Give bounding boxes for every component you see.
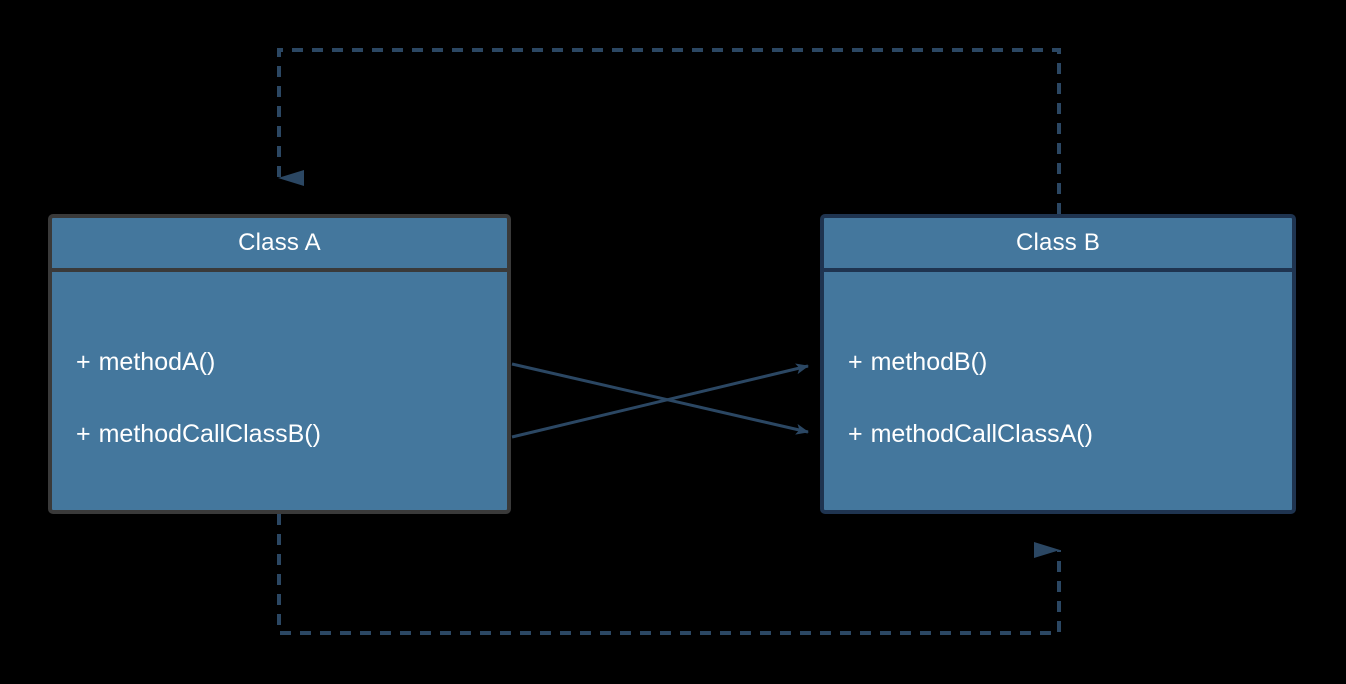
class-a-title: Class A — [52, 218, 507, 272]
connector-a-to-b-dashed-bottom[interactable] — [277, 514, 1061, 635]
class-a-members: +methodA() +methodCallClassB() — [52, 272, 507, 510]
visibility-marker: + — [848, 348, 863, 376]
class-b-title: Class B — [824, 218, 1292, 272]
member-signature: methodB() — [870, 348, 988, 376]
connector-a-to-b-upper[interactable] — [511, 362, 809, 435]
member-signature: methodCallClassB() — [98, 420, 321, 448]
visibility-marker: + — [76, 420, 91, 448]
member-signature: methodA() — [98, 348, 216, 376]
class-b-members: +methodB() +methodCallClassA() — [824, 272, 1292, 510]
visibility-marker: + — [76, 348, 91, 376]
connector-b-to-a-dashed-top[interactable] — [277, 48, 1061, 214]
class-a-member-1: +methodCallClassB() — [76, 422, 321, 447]
member-signature: methodCallClassA() — [870, 420, 1093, 448]
visibility-marker: + — [848, 420, 863, 448]
uml-class-class-b[interactable]: Class B +methodB() +methodCallClassA() — [820, 214, 1296, 514]
uml-class-class-a[interactable]: Class A +methodA() +methodCallClassB() — [48, 214, 511, 514]
connector-a-to-b-lower[interactable] — [511, 363, 809, 439]
class-b-member-1: +methodCallClassA() — [848, 422, 1093, 447]
class-b-member-0: +methodB() — [848, 350, 987, 375]
class-a-member-0: +methodA() — [76, 350, 215, 375]
